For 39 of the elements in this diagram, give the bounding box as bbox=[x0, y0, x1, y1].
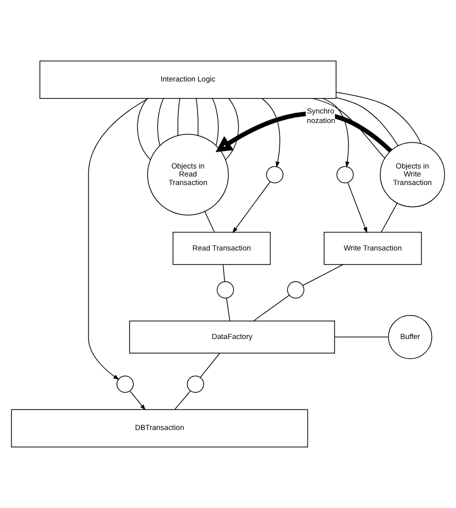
node-circle: Buffer bbox=[388, 314, 432, 360]
connector bbox=[157, 98, 164, 146]
connector bbox=[226, 298, 230, 322]
connector bbox=[200, 352, 220, 378]
connector bbox=[302, 264, 344, 286]
arrow bbox=[88, 98, 148, 380]
connector bbox=[204, 211, 215, 232]
node-circle bbox=[186, 376, 204, 393]
connector bbox=[380, 202, 398, 233]
node-circle: Objects in Read Transaction bbox=[147, 134, 229, 216]
node-circle bbox=[216, 281, 234, 298]
arrow bbox=[262, 98, 280, 168]
arrow bbox=[130, 390, 146, 410]
arrow bbox=[322, 98, 350, 168]
node-circle: Objects in Write Transaction bbox=[380, 142, 445, 208]
connector bbox=[334, 336, 389, 338]
connector bbox=[212, 98, 219, 146]
node-circle bbox=[266, 166, 284, 184]
connector bbox=[174, 390, 191, 410]
arrow bbox=[347, 182, 368, 234]
node-box: DataFactory bbox=[129, 320, 335, 354]
connector bbox=[196, 98, 198, 136]
connector bbox=[312, 98, 386, 158]
node-circle bbox=[116, 376, 134, 393]
edge-label: Synchro nozation bbox=[306, 106, 336, 126]
connector bbox=[178, 98, 180, 136]
connector bbox=[222, 264, 226, 282]
node-box: DBTransaction bbox=[11, 409, 308, 448]
connector bbox=[137, 98, 151, 160]
connector bbox=[225, 98, 239, 160]
connector bbox=[253, 294, 290, 322]
arrow bbox=[232, 181, 271, 234]
connector bbox=[336, 92, 422, 144]
node-circle bbox=[336, 166, 354, 184]
node-circle bbox=[287, 281, 304, 298]
node-box: Interaction Logic bbox=[39, 60, 336, 99]
node-box: Read Transaction bbox=[172, 232, 271, 265]
connector bbox=[336, 97, 398, 146]
node-box: Write Transaction bbox=[324, 232, 422, 265]
